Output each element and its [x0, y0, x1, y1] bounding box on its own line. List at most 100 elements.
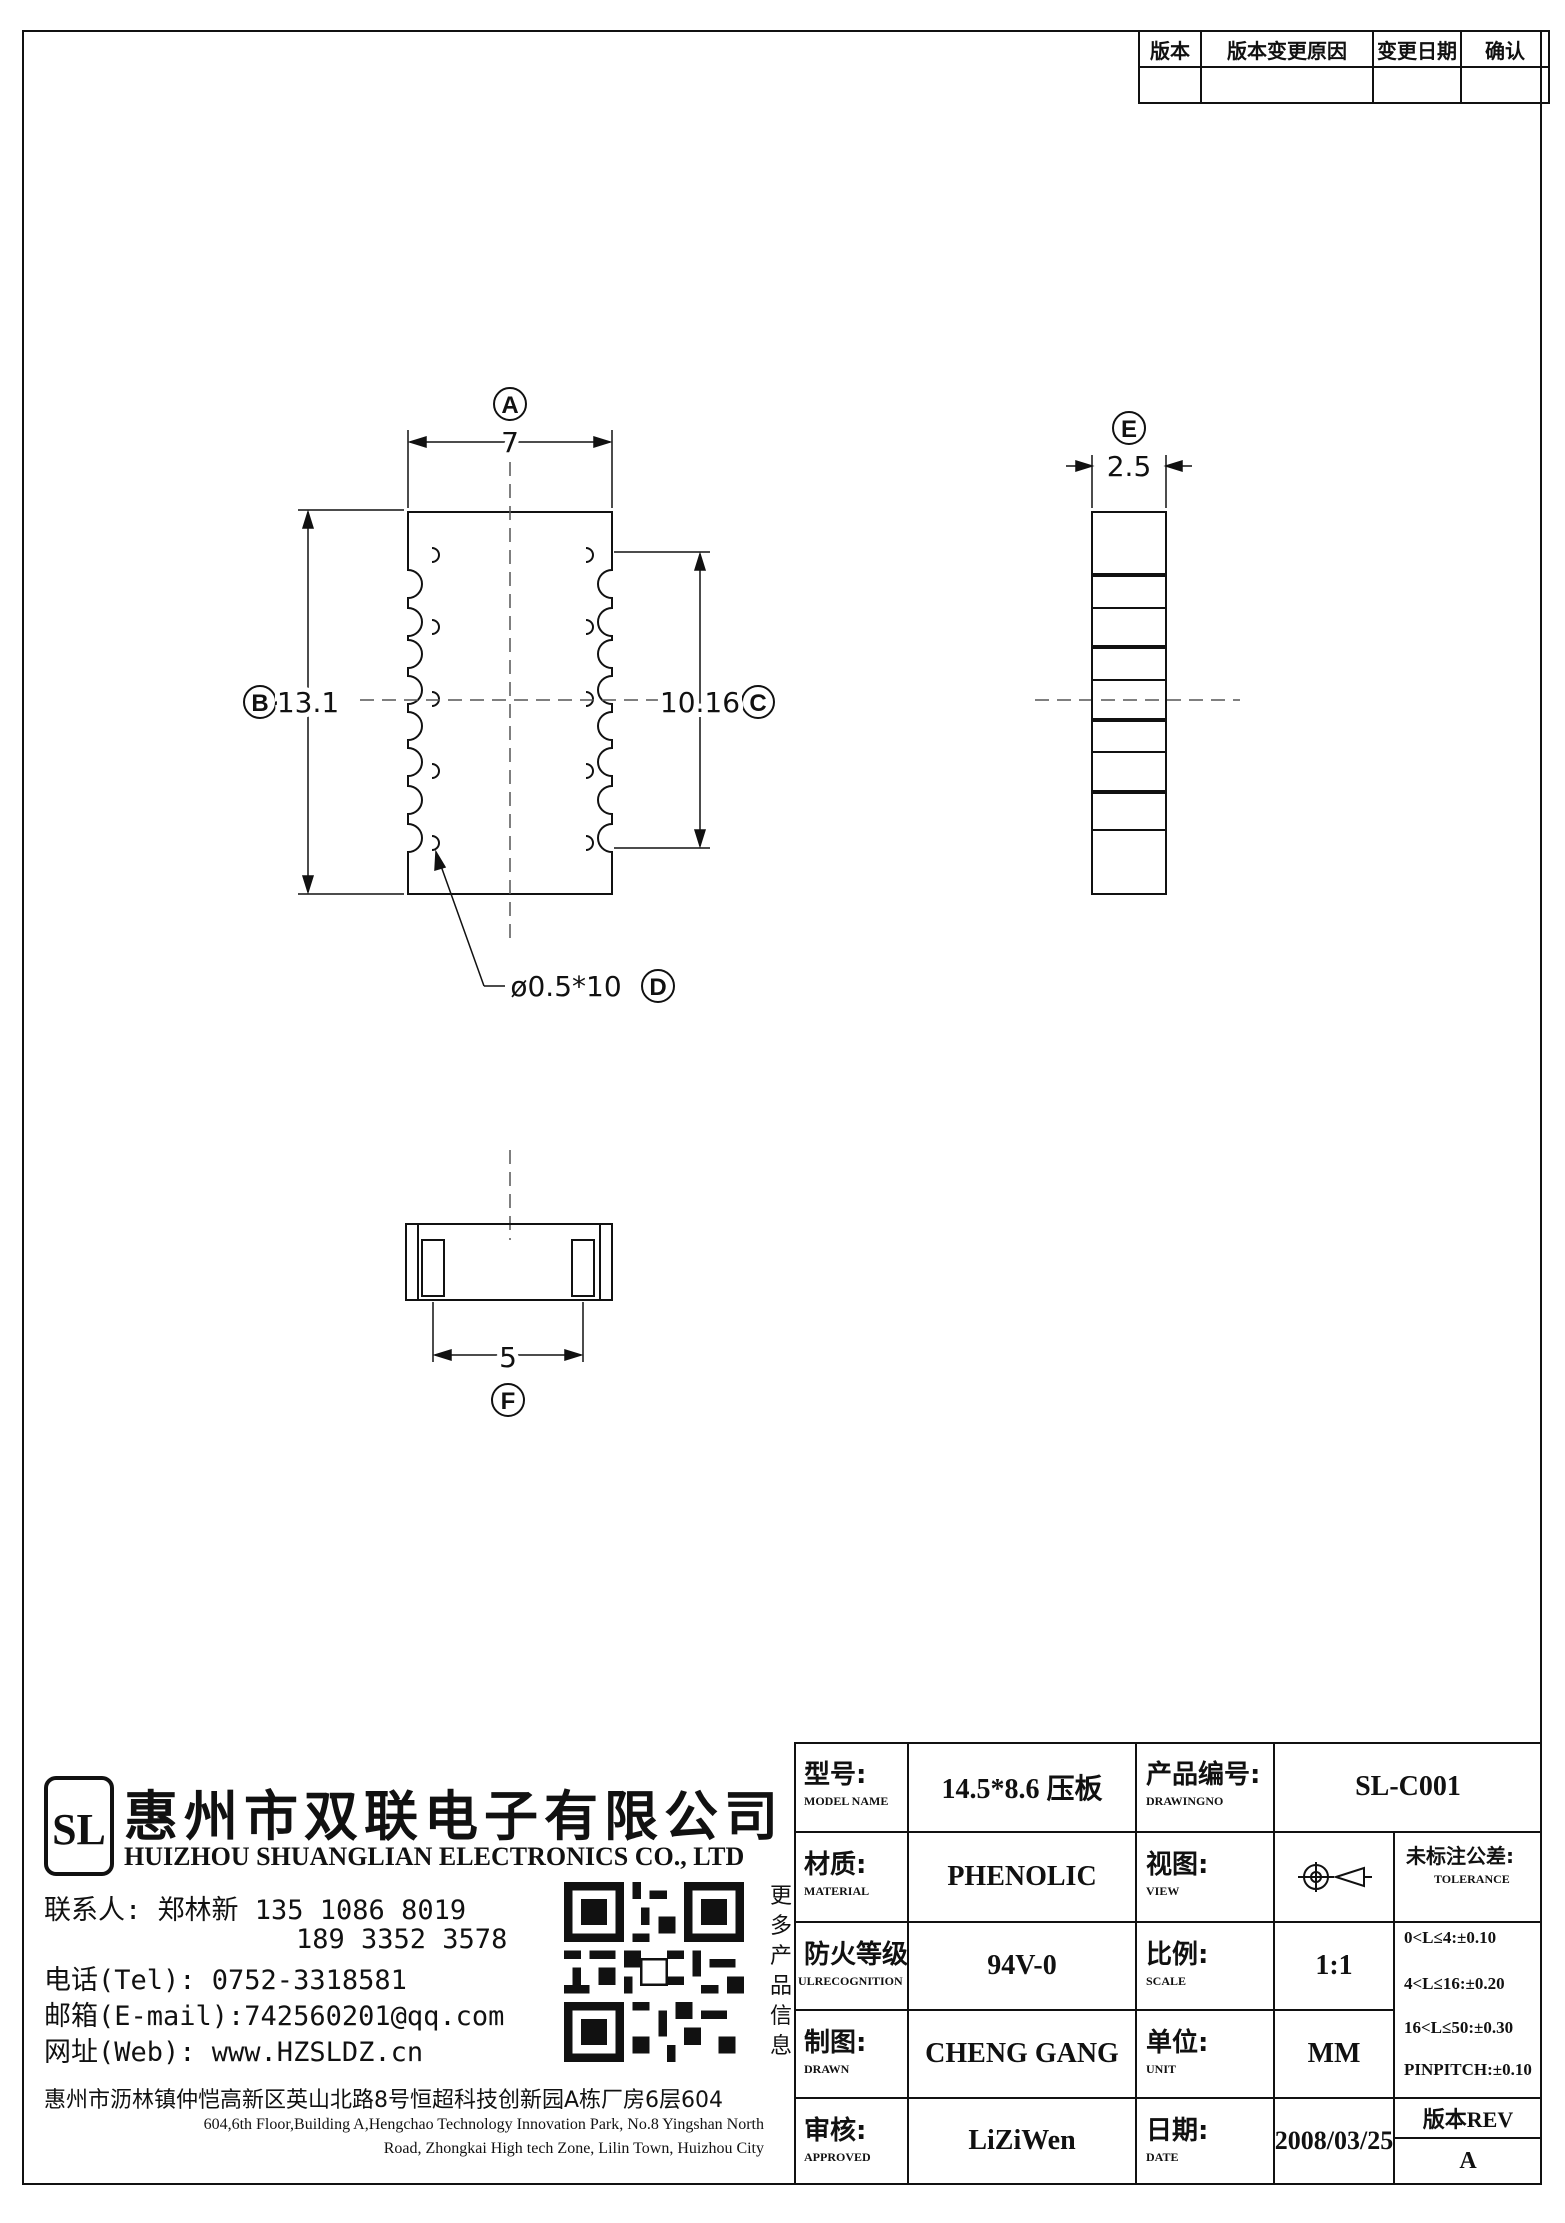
company-address-en-line1: 604,6th Floor,Building A,Hengchao Techno…	[203, 2116, 764, 2133]
scale-label-en: SCALE	[1146, 1974, 1187, 1988]
model-label-cell: 型号: MODEL NAME	[794, 1742, 908, 1832]
approved-value: LiZiWen	[968, 2125, 1076, 2156]
company-name-cn: 惠州市双联电子有限公司	[124, 1784, 784, 1848]
model-value-cell: 14.5*8.6 压板	[908, 1742, 1136, 1832]
dim-d-balloon	[641, 969, 675, 1003]
side-view-outline	[1091, 511, 1167, 895]
revision-cell	[1138, 66, 1202, 104]
material-value: PHENOLIC	[947, 1861, 1097, 1892]
drawn-label-cn: 制图:	[804, 2028, 867, 2058]
rev-label-cell: 版本REV	[1394, 2098, 1542, 2138]
company-email: 邮箱(E-mail):742560201@qq.com	[44, 2001, 505, 2032]
dim-e-balloon	[1112, 411, 1146, 445]
bottom-view-slot	[421, 1239, 445, 1297]
dim-f-balloon	[491, 1383, 525, 1417]
pin-hole	[585, 691, 594, 707]
scale-value-cell: 1:1	[1274, 1922, 1394, 2010]
date-value: 2008/03/25	[1274, 2126, 1394, 2155]
dim-a-arrow-right	[593, 435, 613, 449]
dim-a-balloon	[493, 387, 527, 421]
dim-e-arrow-right	[1163, 459, 1183, 473]
approved-label-cell: 审核: APPROVED	[794, 2098, 908, 2184]
dim-b-letter: B	[251, 690, 268, 717]
revision-header-row: 版本 版本变更原因 变更日期 确认	[1138, 30, 1550, 68]
title-block-grid	[794, 1742, 1542, 2185]
date-label-cell: 日期: DATE	[1136, 2098, 1274, 2184]
tolerance-line: PINPITCH:±0.10	[1404, 2060, 1532, 2079]
view-label-cn: 视图:	[1146, 1850, 1209, 1880]
revision-empty-row	[1138, 66, 1550, 104]
pin-hole	[431, 547, 440, 563]
dim-e-letter: E	[1121, 416, 1137, 443]
dim-c-arrow-bottom	[693, 829, 707, 849]
dim-e-value: 2.5	[1107, 450, 1152, 483]
dim-b-arrow-top	[301, 509, 315, 529]
pin-hole	[585, 835, 594, 851]
drawing-no-value-cell: SL-C001	[1274, 1742, 1542, 1832]
date-value-cell: 2008/03/25	[1274, 2098, 1394, 2184]
date-label-en: DATE	[1146, 2150, 1179, 2164]
view-symbol-cell	[1274, 1832, 1394, 1922]
company-logo-text: SL	[52, 1805, 106, 1854]
bottom-view-outline	[405, 1223, 613, 1301]
dim-d-leader	[435, 851, 485, 987]
model-value: 14.5*8.6 压板	[941, 1774, 1103, 1805]
fire-value-cell: 94V-0	[908, 1922, 1136, 2010]
rev-value: A	[1459, 2147, 1477, 2174]
tolerance-line: 4<L≤16:±0.20	[1404, 1974, 1505, 1993]
revision-header-date: 变更日期	[1372, 30, 1462, 68]
drawing-no-label-cn: 产品编号:	[1146, 1760, 1261, 1790]
drawn-label-en: DRAWN	[804, 2062, 850, 2076]
dim-f-arrow-right	[564, 1348, 584, 1362]
rev-value-cell: A	[1394, 2138, 1542, 2184]
dim-a-value: 7	[501, 426, 519, 459]
drawing-frame	[22, 30, 1542, 2185]
pin-hole	[431, 763, 440, 779]
tolerance-cell: 未标注公差: TOLERANCE 0<L≤4:±0.10 4<L≤16:±0.2…	[1394, 1832, 1542, 2098]
approved-label-cn: 审核:	[804, 2116, 867, 2146]
dim-d-arrow	[434, 849, 447, 872]
approved-value-cell: LiZiWen	[908, 2098, 1136, 2184]
unit-value-cell: MM	[1274, 2010, 1394, 2098]
company-block: SL 惠州市双联电子有限公司 HUIZHOU SHUANGLIAN ELECTR…	[24, 1742, 794, 2183]
revision-cell	[1372, 66, 1462, 104]
company-address-en-line2: Road, Zhongkai High tech Zone, Lilin Tow…	[383, 2140, 764, 2157]
technical-drawing: A 7 B 13.1 C 10.16 D ø0.5*10 E 2.5 F 5	[243, 387, 1240, 1417]
drawn-value-cell: CHENG GANG	[908, 2010, 1136, 2098]
dim-f-arrow-left	[432, 1348, 452, 1362]
pin-hole	[431, 619, 440, 635]
more-product-info: 更多产品信息	[769, 1884, 792, 2059]
rev-label: 版本REV	[1422, 2107, 1514, 2132]
revision-cell	[1200, 66, 1374, 104]
projection-symbol-icon	[1298, 1862, 1372, 1892]
dim-d-letter: D	[649, 974, 666, 1001]
contact-phone-2: 189 3352 3578	[296, 1924, 508, 1955]
drawn-label-cell: 制图: DRAWN	[794, 2010, 908, 2098]
material-label-en: MATERIAL	[804, 1884, 870, 1898]
unit-value: MM	[1307, 2038, 1361, 2069]
company-address-cn: 惠州市沥林镇仲恺高新区英山北路8号恒超科技创新园A栋厂房6层604	[44, 2088, 724, 2113]
approved-label-en: APPROVED	[804, 2150, 871, 2164]
model-label-cn: 型号:	[804, 1760, 867, 1790]
pin-hole	[431, 835, 440, 851]
drawing-no-label-en: DRAWINGNO	[1146, 1794, 1224, 1808]
scale-label-cn: 比例:	[1146, 1940, 1209, 1970]
qr-code	[564, 1882, 744, 2062]
date-label-cn: 日期:	[1146, 2116, 1209, 2146]
dim-f-letter: F	[501, 1388, 516, 1415]
revision-table: 版本 版本变更原因 变更日期 确认	[1138, 30, 1550, 104]
material-value-cell: PHENOLIC	[908, 1832, 1136, 1922]
pin-hole	[431, 691, 440, 707]
company-name-en: HUIZHOU SHUANGLIAN ELECTRONICS CO., LTD	[124, 1842, 745, 1871]
revision-header-reason: 版本变更原因	[1200, 30, 1374, 68]
dim-e-arrow-left	[1075, 459, 1095, 473]
dim-f-value: 5	[499, 1341, 517, 1374]
drawing-no-value: SL-C001	[1355, 1771, 1461, 1802]
company-website: 网址(Web): www.HZSLDZ.cn	[44, 2037, 424, 2068]
drawing-no-label-cell: 产品编号: DRAWINGNO	[1136, 1742, 1274, 1832]
front-view-outline	[407, 511, 613, 895]
view-label-en: VIEW	[1146, 1884, 1180, 1898]
company-logo: SL	[44, 1776, 114, 1876]
dim-a-arrow-left	[407, 435, 427, 449]
tolerance-line: 16<L≤50:±0.30	[1404, 2018, 1514, 2037]
